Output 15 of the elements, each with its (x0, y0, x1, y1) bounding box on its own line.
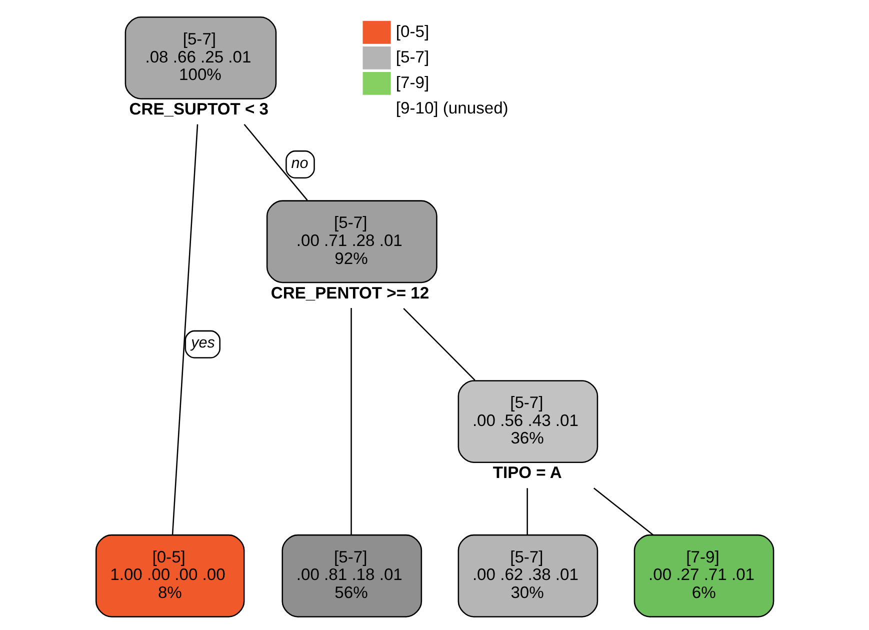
legend-label: [5-7] (396, 47, 430, 66)
edge-label: no (291, 154, 308, 172)
legend-label: [9-10] (unused) (396, 98, 508, 118)
connector (244, 124, 308, 201)
connector (350, 308, 352, 535)
connector (403, 308, 476, 381)
edge-label: yes (191, 334, 215, 352)
node-label: CRE_PENTOT >= 12 (270, 283, 430, 302)
connector (172, 124, 198, 535)
connector (526, 488, 528, 535)
legend-label: [0-5] (396, 22, 430, 41)
legend-label: [7-9] (396, 72, 430, 92)
node-label: CRE_SUPTOT < 3 (129, 100, 269, 119)
node-label: TIPO = A (492, 463, 562, 482)
connector (593, 488, 654, 536)
